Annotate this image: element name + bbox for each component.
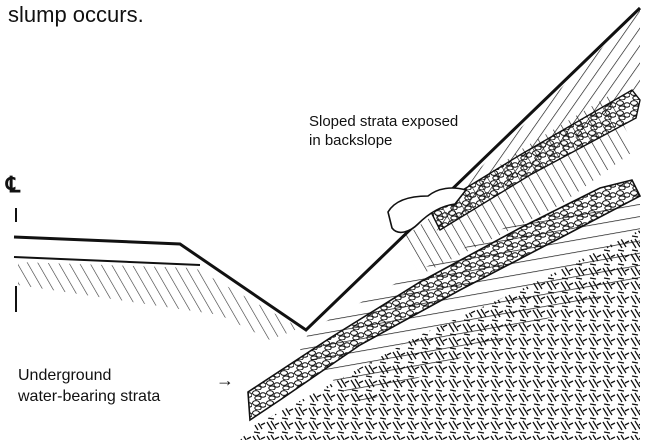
backslope-strata-label: Sloped strata exposed in backslope (309, 112, 458, 150)
backslope-label-line1: Sloped strata exposed (309, 112, 458, 131)
left-ground-hatch (18, 262, 300, 340)
water-label-line2: water-bearing strata (18, 386, 160, 407)
backslope-label-line2: in backslope (309, 131, 458, 150)
water-strata-label: Underground water-bearing strata (18, 365, 160, 407)
arrow-right-icon: → (216, 370, 234, 391)
water-label-line1: Underground (18, 365, 160, 386)
